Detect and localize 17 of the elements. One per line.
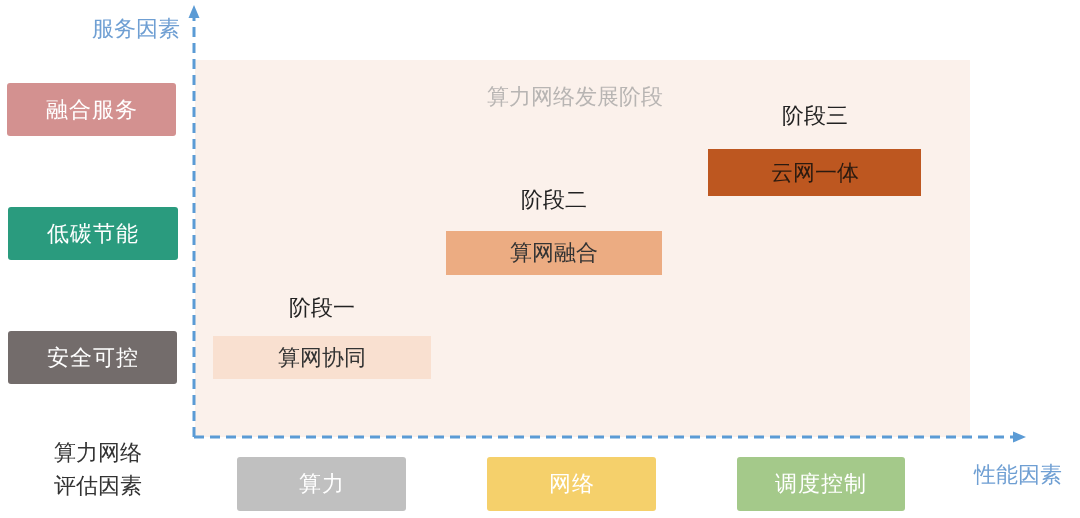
service-factor-box: 低碳节能 (8, 207, 178, 260)
service-factor-box: 安全可控 (8, 331, 177, 384)
stage-panel (195, 60, 970, 437)
panel-title: 算力网络发展阶段 (486, 83, 664, 111)
axis-label: 性能因素 (972, 461, 1063, 489)
stage-heading: 阶段二 (520, 186, 588, 214)
performance-factor-box: 调度控制 (737, 457, 905, 511)
stage-box: 云网一体 (708, 149, 921, 196)
stage-box: 算网融合 (446, 231, 662, 275)
service-factor-box: 融合服务 (7, 83, 176, 136)
evaluation-factors-label: 算力网络评估因素 (53, 439, 143, 500)
stage-heading: 阶段一 (288, 294, 356, 322)
stage-heading: 阶段三 (780, 102, 849, 130)
stage-box: 算网协同 (213, 336, 431, 379)
axis-label: 服务因素 (91, 15, 181, 43)
performance-factor-box: 算力 (237, 457, 406, 511)
performance-factor-box: 网络 (487, 457, 656, 511)
